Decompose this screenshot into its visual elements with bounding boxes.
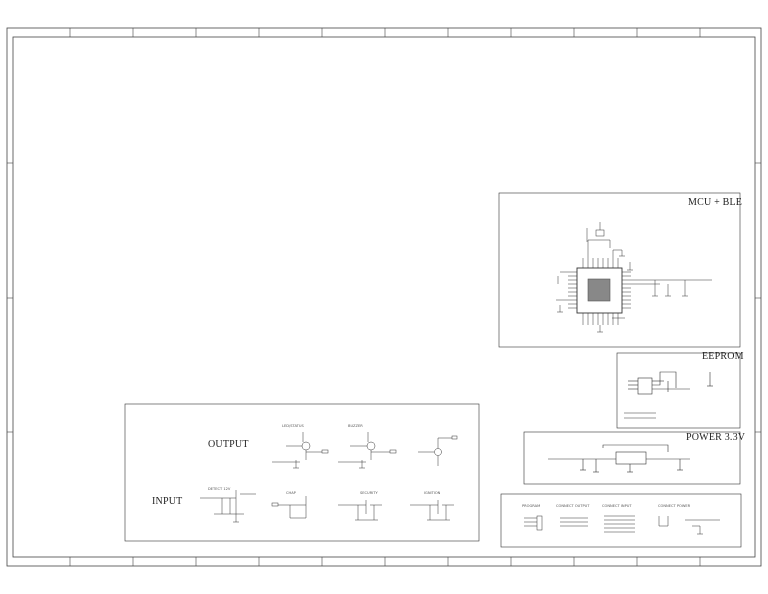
mcu-left-circuit [556, 271, 568, 313]
output-driver-2 [338, 432, 397, 469]
mcu-chip [576, 267, 623, 314]
output-driver-3 [418, 435, 458, 466]
io-block [124, 403, 480, 542]
eeprom-chip [637, 377, 653, 395]
mcu-ble-title: MCU + BLE [688, 197, 743, 208]
mcu-logo [587, 278, 611, 302]
input-label-chap: CHAP [286, 491, 296, 495]
mcu-pins-left [568, 271, 577, 309]
connectors-block [500, 493, 742, 548]
sheet-frame [6, 27, 762, 567]
conn-label-input: CONNECT INPUT [602, 504, 632, 508]
input-label-detect: DETECT 12V [208, 487, 231, 491]
output-driver-1 [272, 432, 329, 469]
regulator-chip [615, 451, 647, 465]
input-title: INPUT [152, 496, 183, 507]
eeprom-title: EEPROM [702, 351, 744, 362]
input-security [338, 500, 382, 521]
input-chap [271, 496, 307, 519]
input-label-security: SECURITY [360, 491, 378, 495]
program-connector [524, 515, 543, 531]
mcu-pins-bottom [582, 313, 619, 325]
output-label-1: LED/STATUS [282, 424, 304, 428]
mcu-pins-right [622, 271, 660, 309]
conn-label-program: PROGRAM [522, 504, 541, 508]
power-connector [658, 516, 720, 535]
mcu-ble-block [498, 192, 741, 348]
input-connector [604, 515, 635, 533]
mcu-pins-top [582, 258, 619, 268]
zone-ticks [7, 28, 761, 566]
mcu-right-circuit [650, 279, 712, 297]
mcu-bottom-circuit [597, 317, 625, 333]
eeprom-block [616, 352, 741, 429]
conn-label-output: CONNECT OUTPUT [556, 504, 590, 508]
input-label-ignition: IGNITION [424, 491, 441, 495]
mcu-top-circuit [586, 222, 633, 271]
output-connector [560, 517, 588, 527]
conn-label-power: CONNECT POWER [658, 504, 691, 508]
power-block [523, 431, 741, 485]
output-label-2: BUZZER [348, 424, 363, 428]
input-detect-12v [200, 490, 256, 523]
output-title: OUTPUT [208, 439, 249, 450]
power-title: POWER 3.3V [686, 432, 746, 443]
input-ignition [410, 500, 454, 521]
